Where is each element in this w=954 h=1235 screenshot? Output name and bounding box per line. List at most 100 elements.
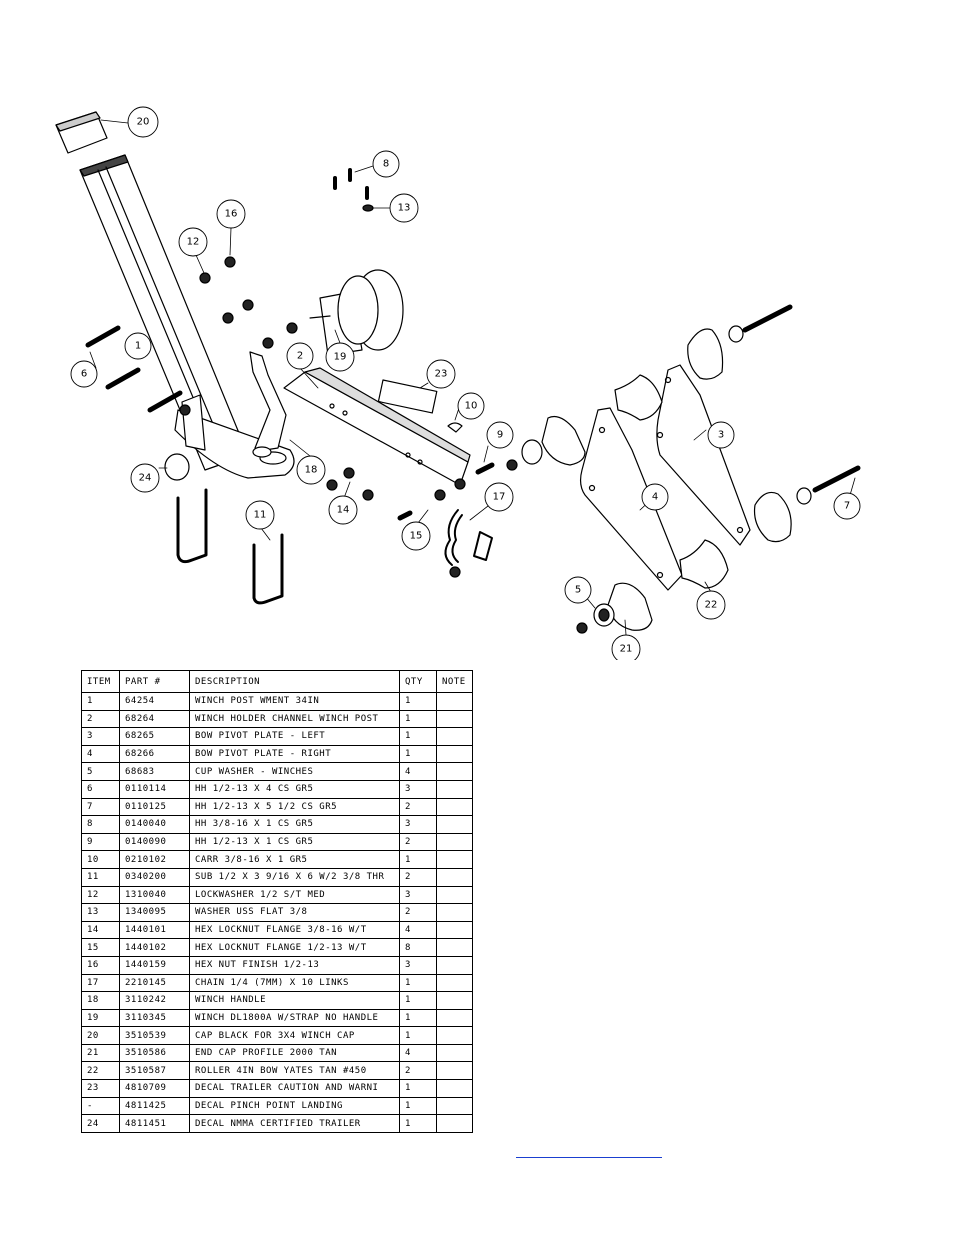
callout-3: 3 [718,430,724,441]
locknuts [326,459,588,634]
cell-item: 23 [81,1079,120,1098]
cell-part-number: 4811425 [119,1096,190,1116]
cell-part-number: 0110125 [119,797,190,817]
cell-note [436,850,473,869]
cell-qty: 8 [399,938,437,957]
hex-bolt-1in [397,462,495,521]
cell-note [436,1079,473,1098]
callout-8: 8 [383,159,389,170]
cell-note [436,762,473,781]
cell-part-number: 1340095 [119,903,190,922]
cell-part-number: 3510539 [119,1026,190,1045]
cell-part-number: 3110242 [119,991,190,1010]
cell-item: 13 [81,903,120,922]
cell-item: 16 [81,955,120,975]
callout-15: 15 [410,531,423,542]
cell-item: 15 [81,938,120,957]
cell-part-number: 64254 [119,692,190,711]
cell-part-number: 3110345 [119,1008,190,1028]
cell-item: 20 [81,1026,120,1045]
exploded-view-drawing: 1 2 3 4 5 6 7 8 9 10 11 12 13 14 15 16 1… [55,106,861,660]
cell-qty: 4 [399,920,437,940]
cell-part-number: 1440159 [119,955,190,975]
callout-21: 21 [620,644,633,655]
cell-item: 18 [81,991,120,1010]
callout-1: 1 [135,341,141,352]
cell-item: 1 [81,692,120,711]
callout-6: 6 [81,369,87,380]
cell-qty: 1 [399,1079,437,1098]
cell-item: 11 [81,867,120,887]
end-caps-upper [687,328,792,543]
cell-description: HEX LOCKNUT FLANGE 1/2-13 W/T [189,938,400,957]
cell-qty: 4 [399,1043,437,1063]
cell-part-number: 0340200 [119,867,190,887]
small-bolts [333,168,374,212]
cell-part-number: 1310040 [119,885,190,905]
cell-item: 6 [81,779,120,799]
cell-note [436,797,473,817]
callout-7: 7 [844,501,850,512]
cell-note [436,832,473,852]
cell-description: CARR 3/8-16 X 1 GR5 [189,850,400,869]
hex-nuts [179,256,298,416]
cell-part-number: 68266 [119,744,190,764]
callout-24: 24 [139,473,152,484]
cell-qty: 3 [399,779,437,799]
winch-holder-channel [283,367,471,486]
winch-handle [249,351,287,458]
cell-item: 12 [81,885,120,905]
cell-part-number: 68683 [119,762,190,781]
hex-bolt-4in [85,325,183,413]
cell-description: HEX NUT FINISH 1/2-13 [189,955,400,975]
cell-part-number: 4811451 [119,1114,190,1133]
cell-item: 9 [81,832,120,852]
cell-note [436,692,473,711]
cell-note [436,1096,473,1116]
cell-note [436,1061,473,1081]
column-header-part: PART # [119,670,190,693]
cell-description: HH 1/2-13 X 5 1/2 CS GR5 [189,797,400,817]
callout-20: 20 [137,117,150,128]
cell-description: HH 1/2-13 X 4 CS GR5 [189,779,400,799]
cell-description: CAP BLACK FOR 3X4 WINCH CAP [189,1026,400,1045]
cell-qty: 2 [399,1061,437,1081]
callout-4: 4 [652,492,658,503]
cell-item: 2 [81,709,120,729]
cell-note [436,744,473,764]
cell-qty: 2 [399,797,437,817]
callout-18: 18 [305,465,318,476]
cell-qty: 1 [399,850,437,869]
cell-note [436,815,473,834]
cell-note [436,727,473,746]
cell-description: DECAL TRAILER CAUTION AND WARNI [189,1079,400,1098]
cell-note [436,709,473,729]
cell-item: 4 [81,744,120,764]
cell-qty: 4 [399,762,437,781]
leader-lines [89,119,856,636]
cell-qty: 1 [399,973,437,993]
cell-qty: 3 [399,815,437,834]
safety-chain [444,509,493,566]
cell-description: WINCH POST WMENT 34IN [189,692,400,711]
cell-description: CUP WASHER - WINCHES [189,762,400,781]
bow-rollers [614,374,729,589]
cell-part-number: 0210102 [119,850,190,869]
cell-qty: 1 [399,727,437,746]
cell-note [436,779,473,799]
cell-description: HH 1/2-13 X 1 CS GR5 [189,832,400,852]
